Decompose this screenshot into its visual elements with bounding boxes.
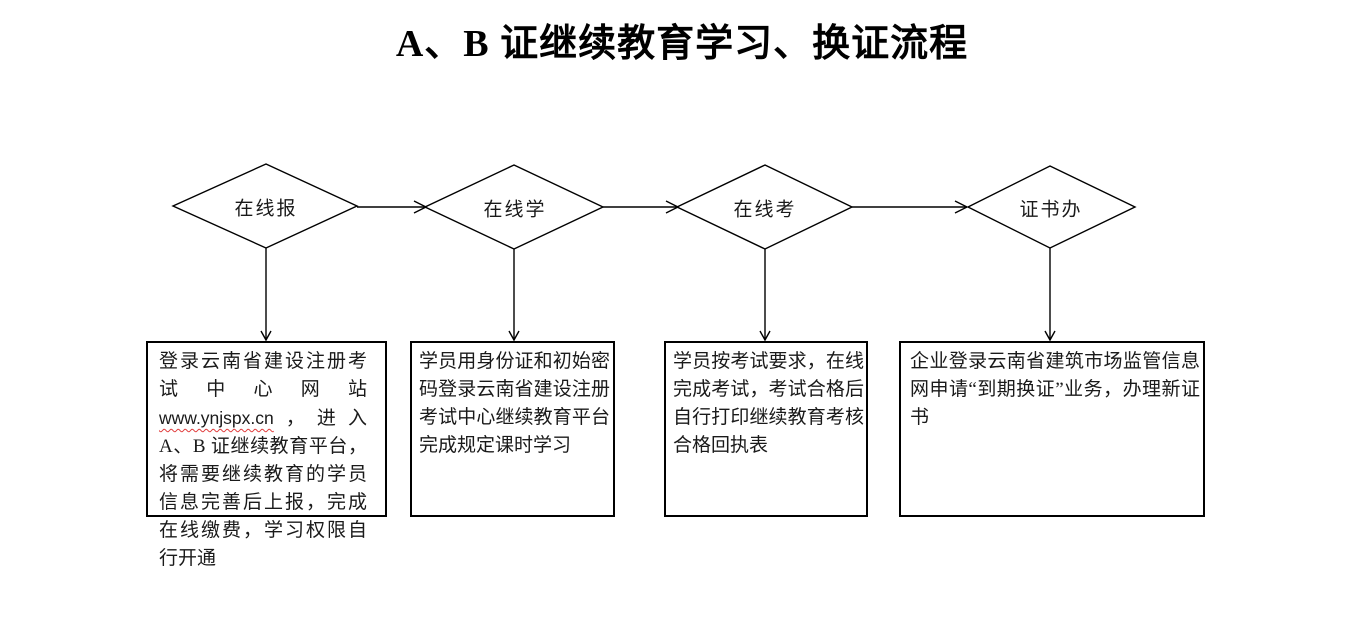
arrowhead-study-down	[508, 330, 520, 342]
step-box-online-exam: 学员按考试要求，在线完成考试，考试合格后自行打印继续教育考核合格回执表	[664, 341, 868, 517]
website-url: www.ynjspx.cn	[159, 408, 274, 428]
arrowhead-certificate-down	[1044, 330, 1056, 342]
exam-text: 学员按考试要求，在线完成考试，考试合格后自行打印继续教育考核合格回执表	[673, 351, 864, 456]
step-box-certificate-processing: 企业登录云南省建筑市场监管信息网申请“到期换证”业务，办理新证书	[899, 341, 1205, 517]
arrowhead-register-to-study	[413, 200, 428, 214]
certificate-text: 企业登录云南省建筑市场监管信息网申请“到期换证”业务，办理新证书	[910, 351, 1200, 428]
arrowhead-exam-to-certificate	[954, 200, 969, 214]
arrowhead-study-to-exam	[665, 200, 680, 214]
diamond-label-online-study: 在线学	[483, 199, 547, 221]
register-text-after-url: ，进入 A、B 证继续教育平台，将需要继续教育的学员信息完善后上报，完成在线缴费…	[159, 408, 367, 569]
register-text-before-url: 登录云南省建设注册考试中心网站	[159, 351, 367, 400]
step-box-online-study: 学员用身份证和初始密码登录云南省建设注册考试中心继续教育平台完成规定课时学习	[410, 341, 615, 517]
step-box-online-register: 登录云南省建设注册考试中心网站 www.ynjspx.cn，进入 A、B 证继续…	[146, 341, 387, 569]
arrowhead-register-down	[260, 330, 272, 342]
diamond-label-certificate-processing: 证书办	[1019, 199, 1083, 221]
study-text: 学员用身份证和初始密码登录云南省建设注册考试中心继续教育平台完成规定课时学习	[419, 351, 610, 456]
page-title: A、B 证继续教育学习、换证流程	[395, 23, 969, 65]
diamond-label-online-exam: 在线考	[733, 199, 797, 221]
diamond-label-online-register: 在线报	[234, 198, 298, 220]
arrowhead-exam-down	[759, 330, 771, 342]
